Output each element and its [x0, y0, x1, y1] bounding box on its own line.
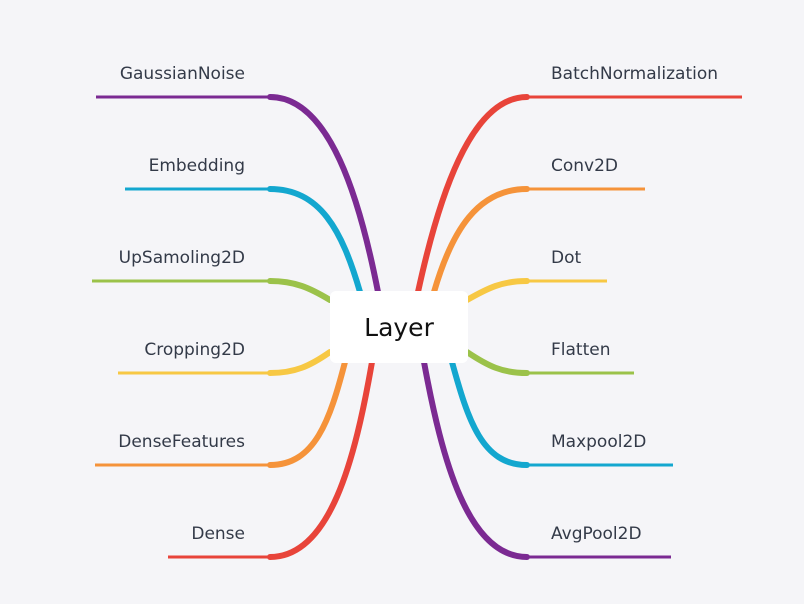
branch-gaussiannoise[interactable]: GaussianNoise: [96, 64, 381, 295]
branch-maxpool2d-curve: [449, 359, 530, 468]
branch-avgpool2d[interactable]: AvgPool2D: [421, 359, 671, 560]
branch-densefeatures-curve: [267, 359, 348, 468]
branch-gaussiannoise-label: GaussianNoise: [120, 64, 245, 84]
branch-upsamoling2d[interactable]: UpSamoling2D: [92, 248, 333, 303]
branch-cropping2d-label: Cropping2D: [144, 340, 245, 360]
branch-dense[interactable]: Dense: [168, 359, 375, 560]
branch-dot-curve: [464, 278, 530, 303]
branch-dot-label: Dot: [551, 248, 581, 268]
branch-conv2d-curve: [431, 186, 530, 295]
branch-avgpool2d-label: AvgPool2D: [551, 524, 642, 544]
branch-embedding-curve: [267, 186, 363, 295]
branch-avgpool2d-curve: [421, 359, 530, 560]
branch-flatten-label: Flatten: [551, 340, 610, 360]
branch-embedding-label: Embedding: [149, 156, 245, 176]
root-node[interactable]: Layer: [330, 291, 468, 363]
branch-flatten-curve: [464, 349, 530, 376]
branch-upsamoling2d-label: UpSamoling2D: [119, 248, 245, 268]
branch-conv2d[interactable]: Conv2D: [431, 156, 645, 295]
branch-dense-label: Dense: [191, 524, 245, 544]
branch-maxpool2d-label: Maxpool2D: [551, 432, 646, 452]
branch-cropping2d-curve: [267, 349, 333, 376]
branch-maxpool2d[interactable]: Maxpool2D: [449, 359, 673, 468]
branch-dense-curve: [267, 359, 375, 560]
branch-conv2d-label: Conv2D: [551, 156, 618, 176]
branch-gaussiannoise-curve: [267, 94, 381, 295]
branch-flatten[interactable]: Flatten: [464, 340, 634, 376]
branch-cropping2d[interactable]: Cropping2D: [118, 340, 333, 376]
branch-batchnormalization-label: BatchNormalization: [551, 64, 718, 84]
root-node-box: [330, 291, 468, 363]
branch-upsamoling2d-curve: [267, 278, 333, 303]
branch-batchnormalization[interactable]: BatchNormalization: [415, 64, 742, 295]
branch-densefeatures[interactable]: DenseFeatures: [95, 359, 348, 468]
branch-embedding[interactable]: Embedding: [125, 156, 363, 295]
root-node-label: Layer: [364, 313, 434, 342]
branch-densefeatures-label: DenseFeatures: [118, 432, 245, 452]
branch-dot[interactable]: Dot: [464, 248, 607, 303]
branch-batchnormalization-curve: [415, 94, 530, 295]
